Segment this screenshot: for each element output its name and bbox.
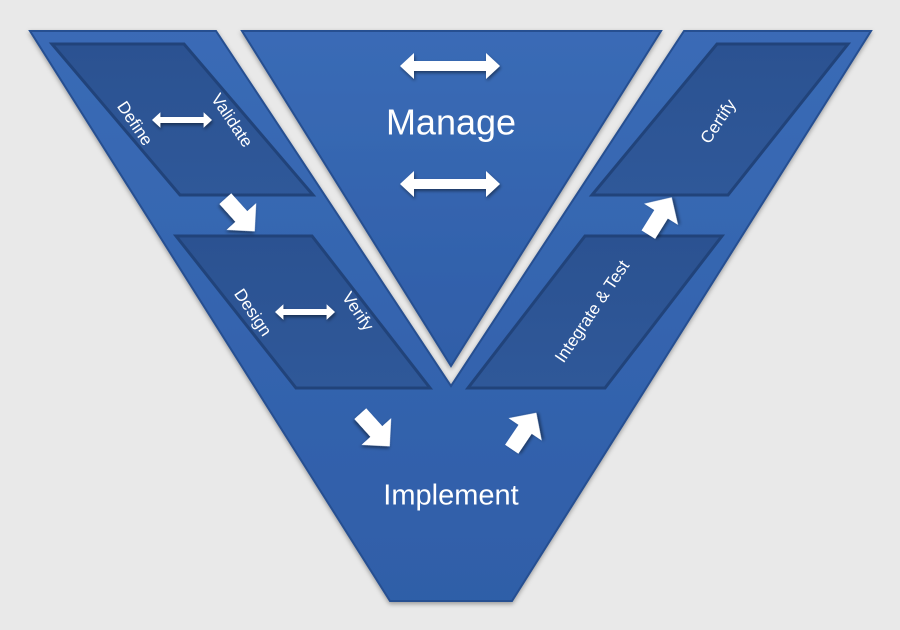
implement-label: Implement [383, 480, 518, 512]
certify-panel [588, 42, 852, 197]
integrate-test-panel [464, 234, 726, 390]
manage-label: Manage [386, 102, 516, 143]
manage-triangle [240, 30, 663, 368]
